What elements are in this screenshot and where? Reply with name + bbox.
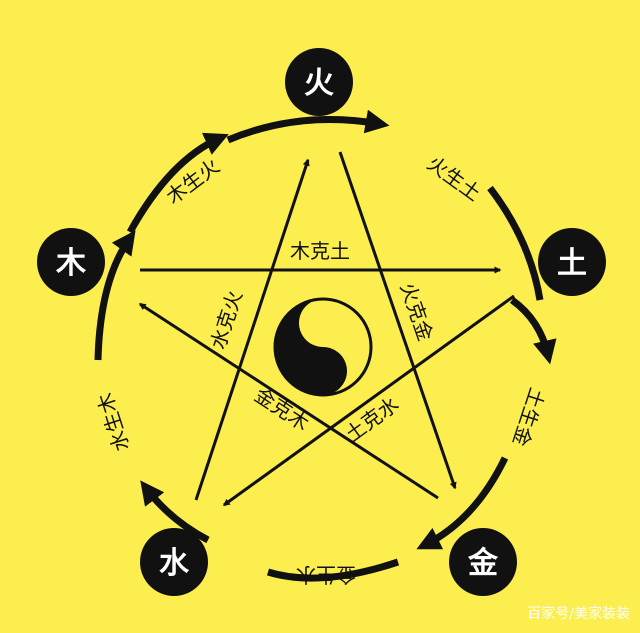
line-metal-to-wood bbox=[138, 302, 439, 500]
element-wood: 木 bbox=[37, 228, 105, 296]
label-water-fire: 水克火 bbox=[206, 288, 247, 352]
element-metal-label: 金 bbox=[467, 546, 499, 581]
element-fire-label: 火 bbox=[304, 66, 334, 101]
line-water-to-fire bbox=[194, 158, 310, 501]
arc-fire-to-earth-top bbox=[226, 109, 390, 144]
watermark: 百家号/美家装装 bbox=[527, 605, 630, 622]
label-wood-fire: 木生火 bbox=[162, 154, 224, 209]
arc-earth-to-metal bbox=[509, 297, 557, 365]
generating-cycle bbox=[94, 109, 557, 582]
element-wood-label: 木 bbox=[55, 246, 86, 281]
label-wood-earth: 木克土 bbox=[290, 239, 350, 263]
arc-metal-to-water bbox=[266, 558, 400, 582]
label-metal-water: 金生水 bbox=[296, 563, 356, 587]
element-earth: 土 bbox=[538, 228, 606, 296]
element-water: 水 bbox=[140, 528, 208, 596]
yin-yang-icon bbox=[273, 297, 373, 397]
overcoming-star bbox=[138, 151, 515, 507]
element-metal: 金 bbox=[449, 528, 517, 596]
label-fire-earth: 火生土 bbox=[423, 151, 486, 206]
line-fire-to-metal bbox=[338, 151, 457, 490]
element-fire: 火 bbox=[285, 48, 353, 116]
arc-wood-to-fire bbox=[126, 132, 229, 234]
arc-metal-lead bbox=[416, 456, 509, 550]
line-earth-to-water bbox=[222, 294, 515, 507]
label-water-wood: 水生木 bbox=[93, 390, 134, 454]
arc-fire-to-earth bbox=[487, 185, 544, 301]
arc-water-lead bbox=[140, 480, 210, 544]
arc-water-to-wood bbox=[94, 230, 136, 361]
element-water-label: 水 bbox=[159, 546, 190, 581]
element-earth-label: 土 bbox=[557, 246, 587, 281]
label-earth-metal: 土生金 bbox=[508, 385, 549, 449]
